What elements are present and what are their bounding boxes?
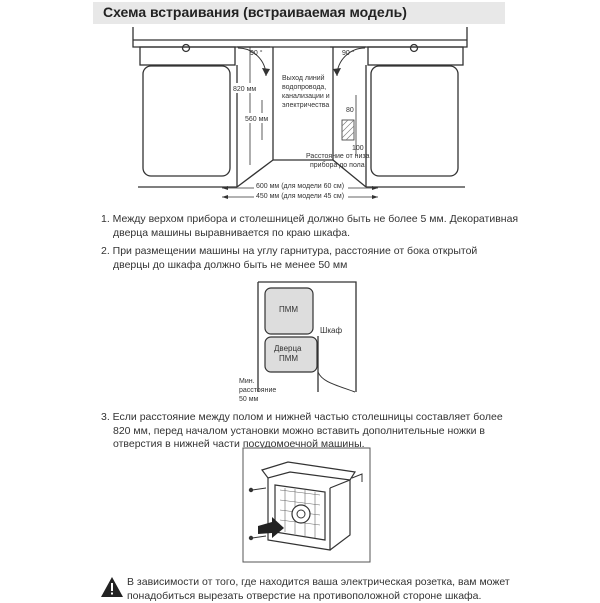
warning-icon (100, 576, 124, 598)
warning-line-1: В зависимости от того, где находится ваш… (127, 576, 510, 590)
warning-line-2: понадобиться вырезать отверстие на проти… (127, 590, 510, 603)
warning-text: В зависимости от того, где находится ваш… (127, 576, 510, 603)
